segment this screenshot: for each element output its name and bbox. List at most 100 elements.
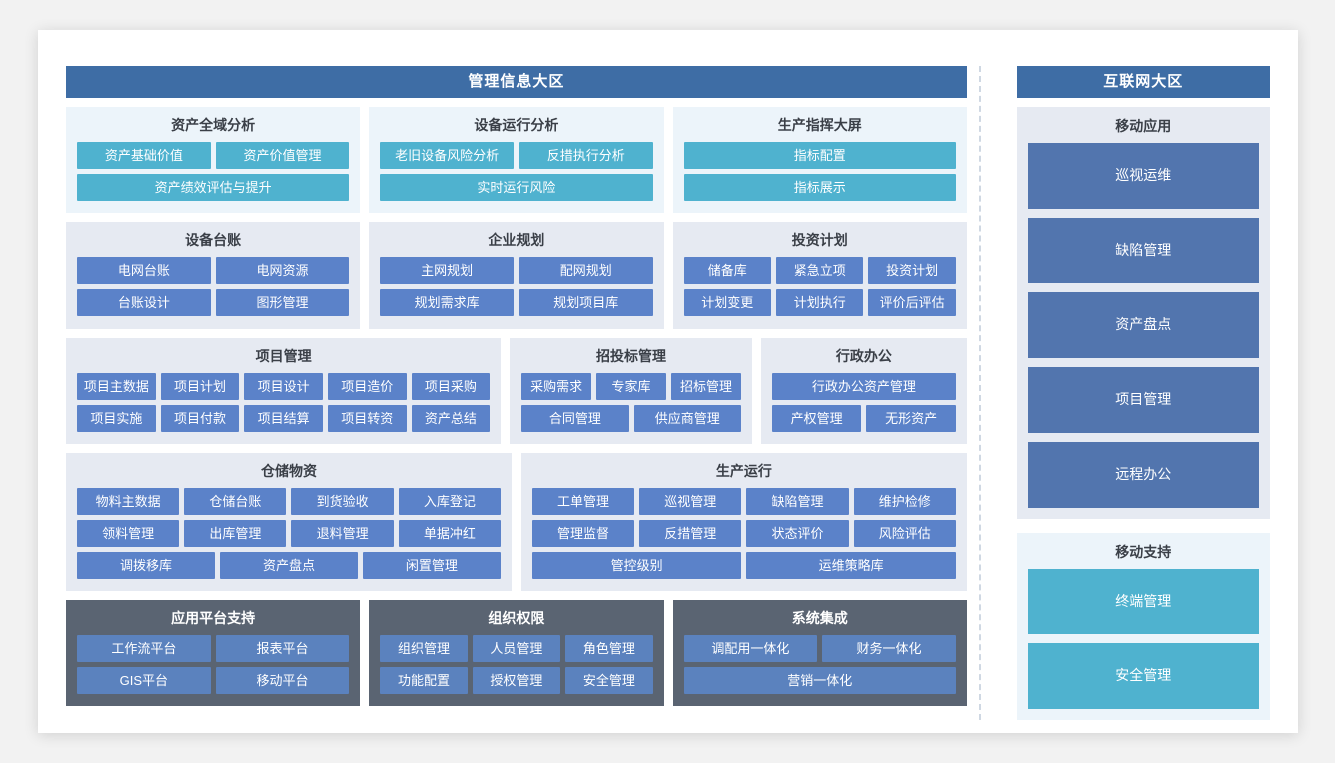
module-chip[interactable]: 终端管理 (1027, 568, 1260, 635)
module-chip[interactable]: 计划变更 (683, 289, 771, 317)
module-chip[interactable]: 资产绩效评估与提升 (77, 174, 350, 201)
module-chip[interactable]: 反措管理 (639, 519, 742, 547)
module-chip[interactable]: 工单管理 (531, 487, 635, 515)
module-chip[interactable]: 维护检修 (853, 487, 956, 515)
panel-band: 项目管理项目主数据项目计划项目设计项目造价项目采购项目实施项目付款项目结算项目转… (66, 337, 967, 444)
module-chip[interactable]: 指标配置 (683, 142, 956, 169)
module-chip[interactable]: 管理监督 (531, 519, 635, 547)
module-chip[interactable]: 评价后评估 (868, 289, 956, 317)
chip-row: 行政办公资产管理 (771, 372, 956, 400)
module-chip[interactable]: 实时运行风险 (380, 174, 653, 201)
module-chip[interactable]: 到货验收 (291, 487, 394, 515)
panel-title: 移动应用 (1115, 118, 1172, 134)
chip-row: 功能配置授权管理安全管理 (380, 667, 653, 695)
module-chip[interactable]: 项目实施 (77, 404, 156, 432)
chip-row: 指标展示 (683, 174, 956, 201)
module-chip[interactable]: 调配用一体化 (683, 635, 818, 663)
module-chip[interactable]: 主网规划 (380, 257, 514, 285)
module-chip[interactable]: 反措执行分析 (518, 142, 653, 169)
module-chip[interactable]: 老旧设备风险分析 (380, 142, 514, 169)
module-chip[interactable]: 营销一体化 (683, 667, 956, 695)
module-chip[interactable]: 报表平台 (215, 635, 350, 663)
module-chip[interactable]: 项目造价 (327, 372, 407, 400)
module-chip[interactable]: 移动平台 (215, 667, 350, 695)
module-chip[interactable]: 角色管理 (565, 635, 653, 663)
module-chip[interactable]: 台账设计 (77, 289, 211, 317)
module-chip[interactable]: 物料主数据 (77, 487, 180, 515)
chip-row: 物料主数据仓储台账到货验收入库登记 (77, 487, 501, 515)
module-chip[interactable]: 紧急立项 (775, 257, 864, 285)
module-chip[interactable]: 项目采购 (411, 372, 491, 400)
region-title-management-info: 管理信息大区 (66, 66, 967, 98)
module-chip[interactable]: 项目付款 (160, 404, 240, 432)
module-chip[interactable]: 财务一体化 (822, 635, 956, 663)
module-chip[interactable]: 项目结算 (244, 404, 323, 432)
module-chip[interactable]: 项目主数据 (77, 372, 156, 400)
module-chip[interactable]: 项目转资 (327, 404, 407, 432)
module-chip[interactable]: 仓储台账 (184, 487, 287, 515)
panel-生产指挥大屏: 生产指挥大屏指标配置指标展示 (672, 107, 967, 214)
module-chip[interactable]: 专家库 (596, 372, 666, 400)
module-chip[interactable]: 领料管理 (77, 519, 180, 547)
module-chip[interactable]: 安全管理 (565, 667, 653, 695)
module-chip[interactable]: 安全管理 (1027, 643, 1260, 709)
module-chip[interactable]: 功能配置 (380, 667, 468, 695)
module-chip[interactable]: 无形资产 (866, 404, 956, 432)
diagram-content: 管理信息大区 资产全域分析资产基础价值资产价值管理资产绩效评估与提升设备运行分析… (66, 66, 1271, 720)
module-chip[interactable]: 状态评价 (746, 519, 849, 547)
module-chip[interactable]: 资产盘点 (219, 551, 358, 579)
panel-招投标管理: 招投标管理采购需求专家库招标管理合同管理供应商管理 (510, 337, 752, 444)
module-chip[interactable]: 电网台账 (77, 257, 211, 285)
module-chip[interactable]: 资产价值管理 (215, 142, 350, 169)
module-chip[interactable]: 管控级别 (531, 551, 742, 579)
panel-生产运行: 生产运行工单管理巡视管理缺陷管理维护检修管理监督反措管理状态评价风险评估管控级别… (520, 452, 967, 592)
module-chip[interactable]: 入库登记 (398, 487, 501, 515)
module-chip[interactable]: 合同管理 (521, 404, 629, 432)
module-chip[interactable]: 资产盘点 (1027, 292, 1260, 359)
module-chip[interactable]: 规划项目库 (518, 289, 653, 317)
module-chip[interactable]: 项目计划 (160, 372, 240, 400)
module-chip[interactable]: 资产基础价值 (77, 142, 211, 169)
module-chip[interactable]: 巡视运维 (1027, 143, 1260, 209)
module-chip[interactable]: GIS平台 (77, 667, 211, 695)
module-chip[interactable]: 工作流平台 (77, 635, 211, 663)
diagram-card: 管理信息大区 资产全域分析资产基础价值资产价值管理资产绩效评估与提升设备运行分析… (38, 30, 1298, 733)
module-chip[interactable]: 缺陷管理 (746, 487, 849, 515)
chip-row: 采购需求专家库招标管理 (521, 372, 741, 400)
module-chip[interactable]: 缺陷管理 (1027, 217, 1260, 284)
module-chip[interactable]: 项目设计 (244, 372, 323, 400)
chip-row: 合同管理供应商管理 (521, 404, 741, 432)
module-chip[interactable]: 电网资源 (215, 257, 350, 285)
module-chip[interactable]: 项目管理 (1027, 367, 1260, 433)
module-chip[interactable]: 组织管理 (380, 635, 468, 663)
module-chip[interactable]: 风险评估 (853, 519, 956, 547)
module-chip[interactable]: 单据冲红 (398, 519, 501, 547)
module-chip[interactable]: 供应商管理 (633, 404, 741, 432)
panel-移动应用: 移动应用巡视运维缺陷管理资产盘点项目管理远程办公 (1016, 107, 1271, 519)
module-chip[interactable]: 资产总结 (411, 404, 491, 432)
module-chip[interactable]: 采购需求 (521, 372, 592, 400)
panel-title: 生产指挥大屏 (777, 117, 862, 133)
module-chip[interactable]: 巡视管理 (639, 487, 742, 515)
module-chip[interactable]: 人员管理 (472, 635, 561, 663)
module-chip[interactable]: 招标管理 (671, 372, 741, 400)
module-chip[interactable]: 配网规划 (518, 257, 653, 285)
panel-title: 移动支持 (1115, 543, 1172, 560)
module-chip[interactable]: 计划执行 (775, 289, 864, 317)
module-chip[interactable]: 产权管理 (771, 404, 862, 432)
module-chip[interactable]: 规划需求库 (380, 289, 514, 317)
module-chip[interactable]: 储备库 (683, 257, 771, 285)
module-chip[interactable]: 调拨移库 (77, 551, 215, 579)
module-chip[interactable]: 远程办公 (1027, 441, 1260, 508)
module-chip[interactable]: 投资计划 (868, 257, 956, 285)
module-chip[interactable]: 出库管理 (184, 519, 287, 547)
module-chip[interactable]: 图形管理 (215, 289, 350, 317)
module-chip[interactable]: 退料管理 (291, 519, 394, 547)
module-chip[interactable]: 行政办公资产管理 (771, 372, 956, 400)
panel-项目管理: 项目管理项目主数据项目计划项目设计项目造价项目采购项目实施项目付款项目结算项目转… (66, 337, 502, 444)
module-chip[interactable]: 运维策略库 (746, 551, 956, 579)
module-chip[interactable]: 闲置管理 (362, 551, 501, 579)
module-chip[interactable]: 指标展示 (683, 174, 956, 201)
module-chip[interactable]: 授权管理 (472, 667, 561, 695)
